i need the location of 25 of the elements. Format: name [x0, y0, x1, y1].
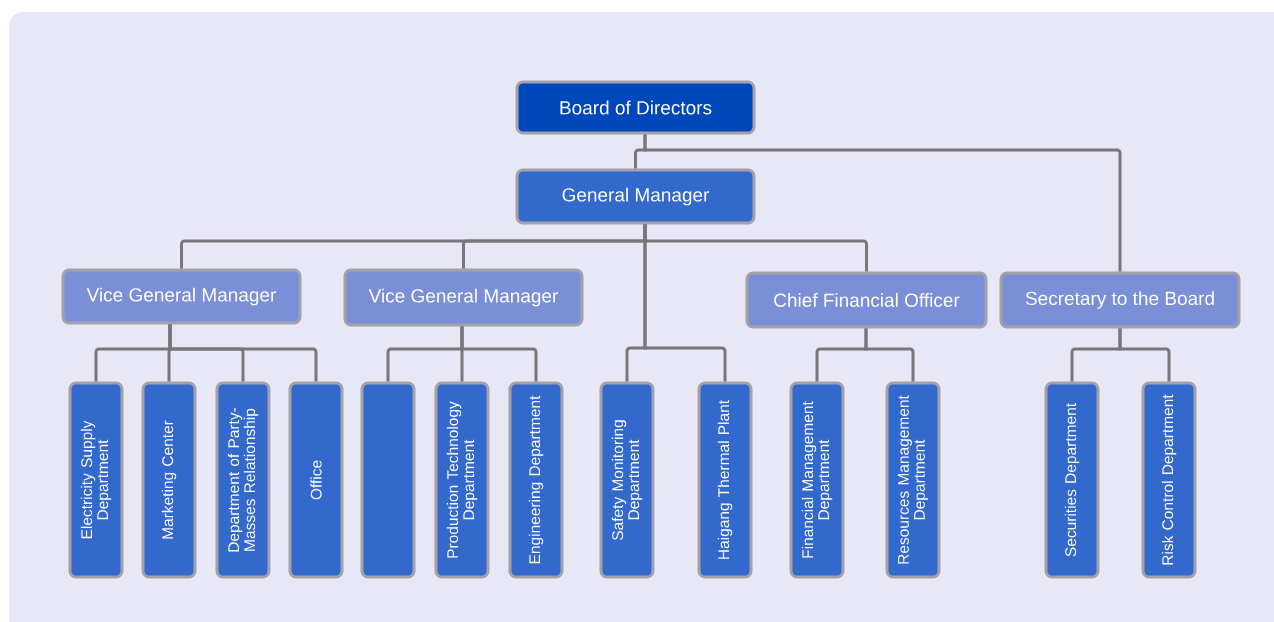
position-box: Secretary to the Board — [999, 271, 1241, 329]
department-box: Risk Control Department — [1141, 381, 1197, 579]
position-box: General Manager — [515, 168, 756, 225]
department-box: Haigang Thermal Plant — [697, 381, 753, 579]
position-box: Vice General Manager — [343, 268, 584, 327]
department-box: Resources Management Department — [885, 381, 941, 579]
department-box: Safety Monitoring Department — [599, 381, 655, 579]
department-box: Production Technology Department — [434, 381, 490, 579]
connector-line — [168, 324, 318, 382]
connector-line — [1118, 328, 1171, 382]
department-box: Engineering Department — [508, 381, 564, 579]
position-box: Board of Directors — [515, 80, 756, 135]
department-box: Office — [288, 381, 344, 579]
department-box: Department of Party-Masses Relationship — [215, 381, 271, 579]
department-box — [360, 381, 416, 579]
department-box: Electricity Supply Department — [68, 381, 124, 579]
position-box: Chief Financial Officer — [745, 271, 988, 329]
connector-line — [643, 224, 727, 382]
department-box: Financial Management Department — [789, 381, 845, 579]
department-box: Securities Department — [1044, 381, 1100, 579]
connector-line — [460, 326, 538, 382]
connector-line — [864, 328, 915, 382]
connector-line — [643, 134, 1122, 272]
department-box: Marketing Center — [141, 381, 197, 579]
position-box: Vice General Manager — [61, 268, 302, 325]
